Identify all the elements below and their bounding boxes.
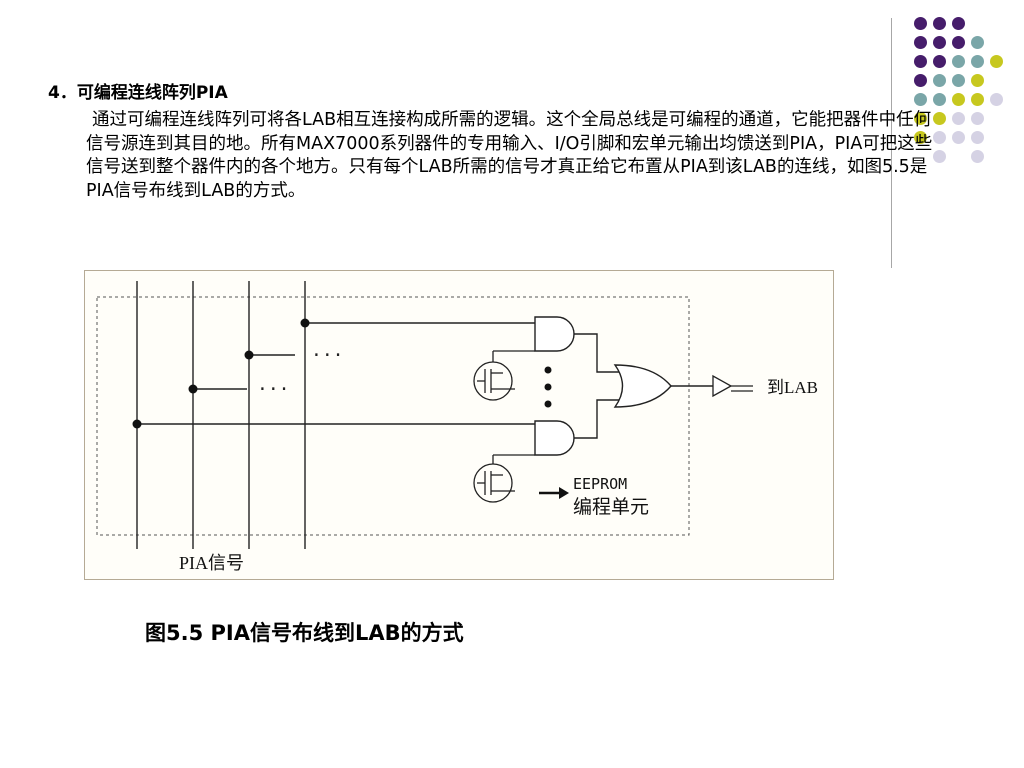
decorative-dot: [971, 36, 984, 49]
pia-routing-figure: ··· ···: [84, 270, 834, 580]
eeprom-cell-upper: [473, 350, 535, 401]
decorative-dot: [971, 112, 984, 125]
decorative-vertical-line: [891, 18, 892, 268]
decorative-dot: [933, 150, 946, 163]
decorative-dot: [914, 93, 927, 106]
decorative-dot: [914, 17, 927, 30]
eeprom-label: EEPROM: [573, 475, 627, 493]
repeat-dots: [544, 366, 552, 408]
decorative-dot: [914, 36, 927, 49]
eeprom-cell-lower: [473, 454, 535, 503]
and-gate-upper: [534, 316, 575, 352]
decorative-dot: [933, 131, 946, 144]
section-heading: 4．可编程连线阵列PIA: [48, 83, 228, 103]
and-gate-lower: [534, 420, 575, 456]
decorative-dot: [971, 55, 984, 68]
figure-caption: 图5.5 PIA信号布线到LAB的方式: [145, 621, 464, 645]
decorative-dot: [933, 17, 946, 30]
or-gate: [613, 364, 672, 408]
decorative-dot: [952, 131, 965, 144]
decorative-dot: [914, 131, 927, 144]
eeprom-programming-cell-label: 编程单元: [573, 496, 649, 518]
decorative-dot: [933, 74, 946, 87]
to-lab-label: 到LAB: [767, 378, 818, 397]
pia-taps: [137, 322, 535, 425]
or-gate-inputs: [574, 333, 621, 439]
device-boundary: [96, 296, 690, 536]
decorative-dot: [952, 112, 965, 125]
decorative-dot: [990, 93, 1003, 106]
decorative-dot: [914, 74, 927, 87]
tap-junctions: [132, 318, 310, 429]
decorative-dot: [914, 55, 927, 68]
decorative-dot: [914, 112, 927, 125]
pia-routing-diagram: ··· ···: [96, 281, 818, 573]
decorative-dot: [990, 55, 1003, 68]
decorative-dot: [933, 36, 946, 49]
decorative-dot: [952, 55, 965, 68]
body-paragraph: 通过可编程连线阵列可将各LAB相互连接构成所需的逻辑。这个全局总线是可编程的通道…: [86, 110, 933, 201]
ellipsis-lower: ···: [257, 379, 290, 400]
decorative-dot: [952, 36, 965, 49]
decorative-dot: [952, 93, 965, 106]
decorative-dot: [971, 131, 984, 144]
decorative-dot: [933, 55, 946, 68]
ellipsis-upper: ···: [311, 345, 344, 366]
decorative-dot: [933, 93, 946, 106]
decorative-dot: [933, 112, 946, 125]
output-buffer: [712, 374, 733, 398]
decorative-dot: [952, 74, 965, 87]
decorative-dot: [971, 150, 984, 163]
decorative-dot: [971, 93, 984, 106]
pia-signal-label: PIA信号: [179, 553, 244, 573]
pia-bus-lines: [136, 281, 306, 549]
decorative-dot: [952, 17, 965, 30]
eeprom-arrow-head: [559, 487, 569, 499]
decorative-dot: [971, 74, 984, 87]
